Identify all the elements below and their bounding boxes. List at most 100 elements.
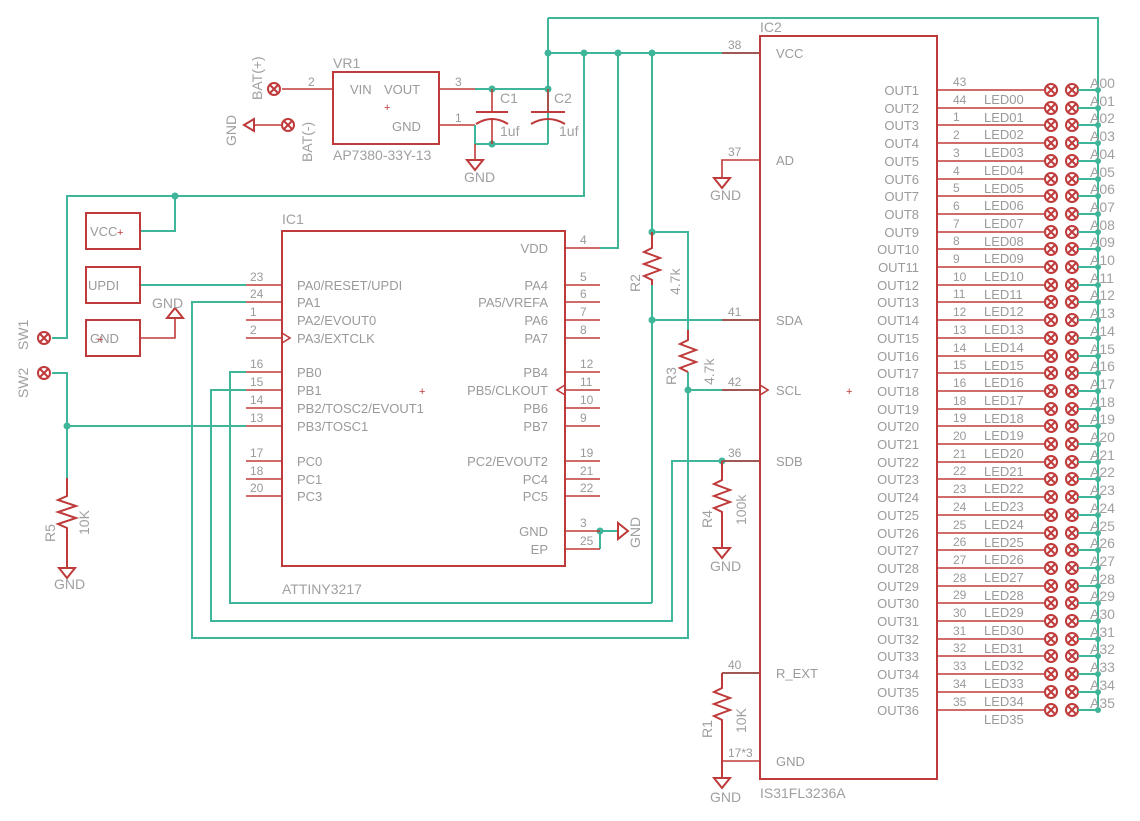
- led-label: LED18: [984, 411, 1024, 426]
- led-label: LED15: [984, 358, 1024, 373]
- ic1-pin-label: PC0: [297, 454, 322, 469]
- led-label: LED21: [984, 464, 1024, 479]
- r2-name: R2: [627, 274, 643, 292]
- sw2-label: SW2: [15, 367, 31, 398]
- ic2-name: IC2: [760, 19, 782, 35]
- led-junction: [1095, 653, 1101, 659]
- bat-neg-label: BAT(-): [299, 122, 315, 162]
- ic2-out-label: OUT36: [877, 703, 919, 718]
- resistor-r5: R5 10K GND: [42, 478, 92, 592]
- gnd-header-label: GND: [90, 331, 119, 346]
- ic1-pin-number: 20: [250, 481, 264, 495]
- ic2-out-number: 20: [953, 429, 967, 443]
- ic2-out-number: 30: [953, 606, 967, 620]
- vr1-pin-gnd: 1: [455, 111, 462, 125]
- capacitor-c1: C1 1uf: [475, 89, 520, 144]
- ic1-pin-number: 21: [580, 464, 594, 478]
- led-pad: [1044, 579, 1058, 593]
- ic1-pin-number: 19: [580, 446, 594, 460]
- bat-pos-label: BAT(+): [249, 56, 265, 100]
- led-junction: [1095, 565, 1101, 571]
- ic2-out-number: 25: [953, 518, 967, 532]
- led-junction: [1095, 547, 1101, 553]
- ic1-pin-number: 15: [250, 375, 264, 389]
- led-pad: [1044, 455, 1058, 469]
- led-label: LED34: [984, 694, 1024, 709]
- led-label: LED03: [984, 145, 1024, 160]
- ic2-out-number: 3: [953, 146, 960, 160]
- led-junction: [1095, 370, 1101, 376]
- ic2-pin-number: 42: [728, 375, 742, 389]
- vr1-part: AP7380-33Y-13: [333, 147, 432, 163]
- ic2-out-number: 10: [953, 270, 967, 284]
- ic2-out-number: 14: [953, 341, 967, 355]
- led-junction: [1095, 636, 1101, 642]
- ic1-pin-number: 12: [580, 357, 594, 371]
- led-junction: [1095, 282, 1101, 288]
- ic2-out-number: 7: [953, 217, 960, 231]
- led-junction: [1095, 707, 1101, 713]
- led-pad: [1044, 154, 1058, 168]
- led-junction: [1095, 122, 1101, 128]
- ic2-out-number: 15: [953, 358, 967, 372]
- ic2-out-label: OUT35: [877, 685, 919, 700]
- switch-sw1: SW1: [15, 319, 51, 350]
- ic1-right-pins: 4VDD5PA46PA5/VREFA7PA68PA712PB411PB5/CLK…: [467, 233, 600, 557]
- ic2-out-number: 28: [953, 571, 967, 585]
- led-label: LED30: [984, 623, 1024, 638]
- ic2-pin-label: VCC: [776, 46, 803, 61]
- ic2-out-label: OUT4: [884, 136, 919, 151]
- ic2-out-number: 13: [953, 323, 967, 337]
- led-pad: [1044, 490, 1058, 504]
- anode-label: A09: [1090, 234, 1115, 250]
- led-array: LED00A00LED01A01LED02A02LED03A03LED04A04…: [984, 75, 1115, 727]
- ic1-pin-label: PB1: [297, 383, 322, 398]
- ic1-pin-number: 3: [580, 516, 587, 530]
- vr1-name: VR1: [333, 55, 360, 71]
- svg-text:+: +: [846, 386, 852, 398]
- led-junction: [1095, 193, 1101, 199]
- led-pad: [1044, 118, 1058, 132]
- vcc-header: VCC +: [85, 212, 141, 250]
- ic2-out-number: 33: [953, 659, 967, 673]
- c2-name: C2: [554, 90, 572, 106]
- ic2-out-label: OUT10: [877, 242, 919, 257]
- ic1-pin-number: 8: [580, 323, 587, 337]
- ic1-name: IC1: [282, 211, 304, 227]
- ic2-out-label: OUT34: [877, 667, 919, 682]
- c1-value: 1uf: [500, 123, 520, 139]
- anode-label: A13: [1090, 305, 1115, 321]
- led-pad: [1044, 685, 1058, 699]
- ic1-pin-label: PB6: [523, 401, 548, 416]
- led-junction: [1095, 105, 1101, 111]
- battery-connector: BAT(+) BAT(-) GND: [223, 56, 315, 162]
- led-junction: [1095, 406, 1101, 412]
- clk-pin-marker: [281, 332, 292, 344]
- resistor-r3: R3 4.7k: [663, 330, 717, 385]
- ic1-pin-number: 18: [250, 464, 264, 478]
- led-junction: [1095, 158, 1101, 164]
- ic2-out-label: OUT11: [878, 260, 919, 275]
- ic1-pin-number: 1: [250, 305, 257, 319]
- anode-label: A33: [1090, 659, 1115, 675]
- led-junction: [1095, 229, 1101, 235]
- led-pad: [1044, 472, 1058, 486]
- led-label: LED01: [984, 110, 1024, 125]
- ic2-out-number: 2: [953, 128, 960, 142]
- vr1-pin-vout: 3: [455, 75, 462, 89]
- ic1-pin-label: PA2/EVOUT0: [297, 313, 376, 328]
- c2-value: 1uf: [559, 123, 579, 139]
- svg-text:+: +: [97, 334, 103, 346]
- anode-label: A20: [1090, 429, 1115, 445]
- anode-label: A02: [1090, 110, 1115, 126]
- ic2-output-pins: OUT143OUT244OUT31OUT42OUT53OUT64OUT75OUT…: [877, 75, 1044, 718]
- led-pad: [1044, 649, 1058, 663]
- ic1-pin-number: 16: [250, 357, 264, 371]
- ic1-pin-number: 10: [580, 393, 594, 407]
- ic2-out-label: OUT32: [877, 632, 919, 647]
- led-label: LED17: [984, 393, 1024, 408]
- anode-label: A25: [1090, 518, 1115, 534]
- led-label: LED13: [984, 322, 1024, 337]
- ic1-gnd-symbol: GND: [627, 517, 643, 548]
- ic1-pin-label: PC2/EVOUT2: [467, 454, 548, 469]
